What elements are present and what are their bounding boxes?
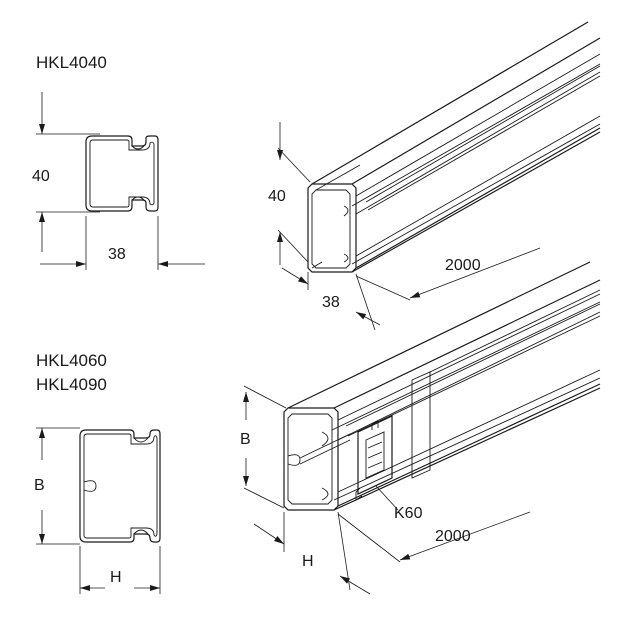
model-label-hkl4090: HKL4090	[36, 375, 107, 394]
dim-38-iso-width: 38	[322, 294, 340, 311]
dim-h-iso-width: H	[302, 553, 314, 570]
k60-clip	[355, 415, 393, 501]
hkl4060-4090-section-view: HKL4060 HKL4090 B H	[34, 351, 161, 594]
dim-40-iso-height: 40	[268, 188, 286, 205]
k60-label: K60	[394, 505, 423, 522]
dim-b-height: B	[34, 477, 45, 494]
hkl4040-section-view: HKL4040 40 38	[32, 53, 205, 270]
dim-2000-top-length: 2000	[445, 257, 481, 274]
dim-h-width: H	[110, 569, 122, 586]
hkl4060-4090-isometric-view: K60 B H 2000	[240, 261, 601, 595]
model-label-hkl4040: HKL4040	[36, 53, 107, 72]
dim-2000-bottom-length: 2000	[435, 528, 471, 545]
dim-40-height: 40	[32, 168, 50, 185]
model-label-hkl4060: HKL4060	[36, 351, 107, 370]
hkl4040-isometric-view: 40 38 2000	[268, 21, 601, 331]
dim-38-width: 38	[108, 246, 126, 263]
dim-b-iso-height: B	[240, 431, 251, 448]
